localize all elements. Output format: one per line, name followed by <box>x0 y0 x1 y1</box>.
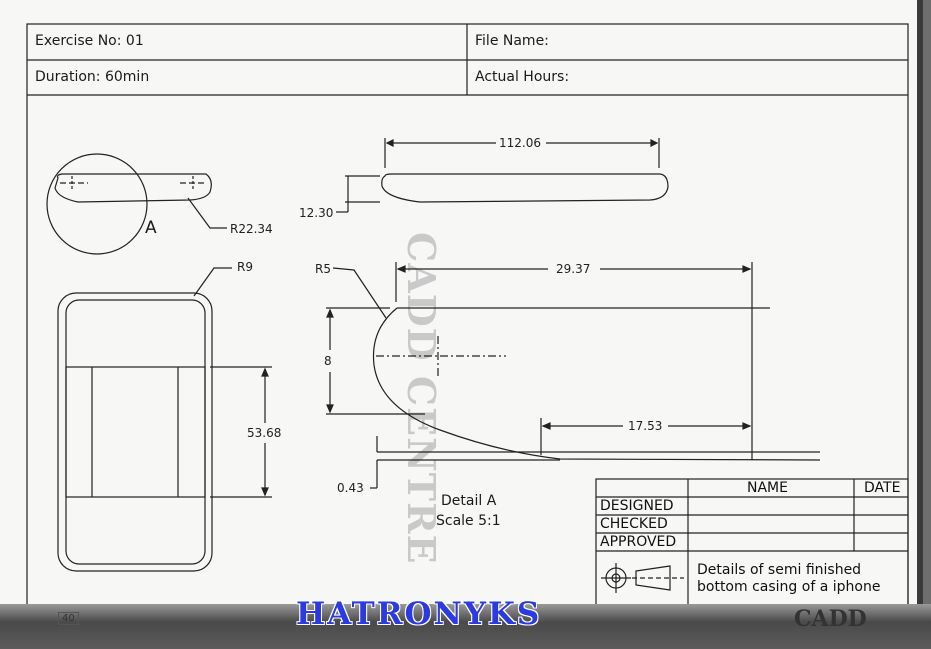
dim-front-height: 53.68 <box>246 426 283 440</box>
detail-profile <box>372 307 821 461</box>
detail-circle-a <box>46 153 148 255</box>
exercise-number: Exercise No: 01 <box>35 33 144 49</box>
tb-col-date: DATE <box>864 480 901 496</box>
dim-radius-r5: R5 <box>314 262 332 276</box>
detail-title: Detail A <box>441 493 497 509</box>
top-view-casing <box>381 173 669 203</box>
detail-marker-a: A <box>145 218 157 238</box>
tb-row-approved: APPROVED <box>600 534 677 550</box>
scan-bottom-shadow <box>0 604 931 649</box>
dim-top-length: 112.06 <box>498 136 542 150</box>
duration-label: Duration: 60min <box>35 69 150 85</box>
tb-description-line1: Details of semi finished <box>697 562 862 578</box>
side-view-casing <box>54 173 212 203</box>
drawing-sheet <box>0 0 923 626</box>
page-number: 40 <box>58 612 79 625</box>
tb-row-designed: DESIGNED <box>600 498 674 514</box>
dim-detail-height: 8 <box>323 354 333 368</box>
dim-detail-inner: 17.53 <box>627 419 664 433</box>
dim-top-height: 12.30 <box>298 206 335 220</box>
detail-scale: Scale 5:1 <box>436 513 501 529</box>
dim-detail-gap: 0.43 <box>336 481 365 495</box>
sheet-edge <box>917 0 923 626</box>
file-name-label: File Name: <box>475 33 549 49</box>
brand-watermark: HATRONYKS <box>296 596 542 632</box>
tb-col-name: NAME <box>747 480 788 496</box>
front-view-outer <box>57 292 213 572</box>
dim-radius-a: R22.34 <box>229 222 274 236</box>
cadd-logo: CADD <box>794 606 867 632</box>
dim-radius-r9: R9 <box>236 260 254 274</box>
tb-row-checked: CHECKED <box>600 516 668 532</box>
tb-description-line2: bottom casing of a iphone <box>697 579 881 595</box>
actual-hours-label: Actual Hours: <box>475 69 570 85</box>
dim-detail-width: 29.37 <box>555 262 592 276</box>
